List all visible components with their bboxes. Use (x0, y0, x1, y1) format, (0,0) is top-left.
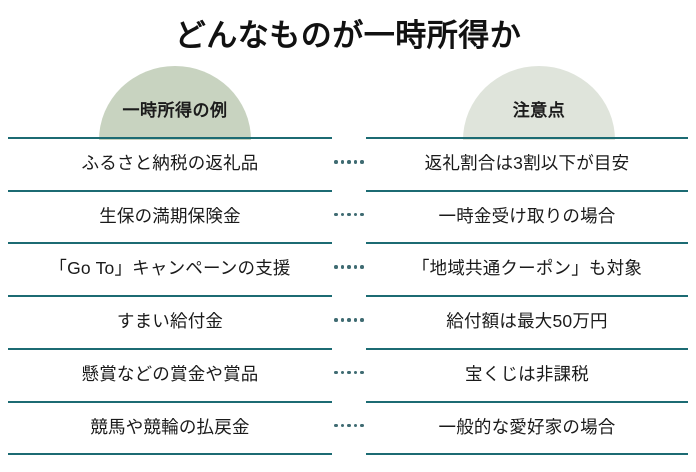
table-row-example: 生保の満期保険金 (99, 205, 241, 226)
dotted-connector-icon (332, 423, 366, 427)
dotted-connector-icon (332, 265, 366, 269)
row-divider-right (366, 189, 688, 192)
table-bottom-divider-right (366, 453, 688, 456)
row-divider-left (8, 295, 332, 298)
row-divider-right (366, 137, 688, 139)
column-header-label-examples: 一時所得の例 (122, 101, 228, 120)
table-row-note: 返礼割合は3割以下が目安 (424, 153, 630, 173)
row-divider-left (8, 137, 332, 139)
dotted-connector-icon (332, 370, 366, 375)
table-bottom-divider-left (8, 453, 332, 456)
row-divider-left (8, 400, 332, 403)
table-row-note: 一般的な愛好家の場合 (438, 416, 616, 437)
table-row-example: すまい給付金 (116, 311, 224, 332)
table-row-note: 給付額は最大50万円 (446, 311, 608, 332)
page-title: どんなものが一時所得か (174, 18, 522, 53)
row-divider-right (366, 295, 688, 298)
dotted-connector-icon (332, 212, 366, 217)
table-row-note: 一時金受け取りの場合 (438, 205, 616, 226)
row-divider-right (366, 242, 688, 245)
table-row-example: 懸賞などの賞金や賞品 (81, 363, 259, 384)
row-divider-left (8, 242, 332, 245)
dotted-connector-icon (332, 160, 366, 164)
column-header-label-notes: 注意点 (512, 101, 566, 120)
row-divider-right (366, 347, 688, 350)
row-divider-right (366, 400, 688, 403)
row-divider-left (8, 347, 332, 350)
dotted-connector-icon (332, 318, 366, 322)
table-row-note: 宝くじは非課税 (465, 363, 589, 384)
table-row-example: 競馬や競輪の払戻金 (90, 416, 250, 437)
row-divider-left (8, 189, 332, 192)
table-row-example: 「Go To」キャンペーンの支援 (49, 258, 291, 279)
table-row-example: ふるさと納税の返礼品 (81, 153, 259, 173)
table-row-note: 「地域共通クーポン」も対象 (411, 258, 643, 279)
